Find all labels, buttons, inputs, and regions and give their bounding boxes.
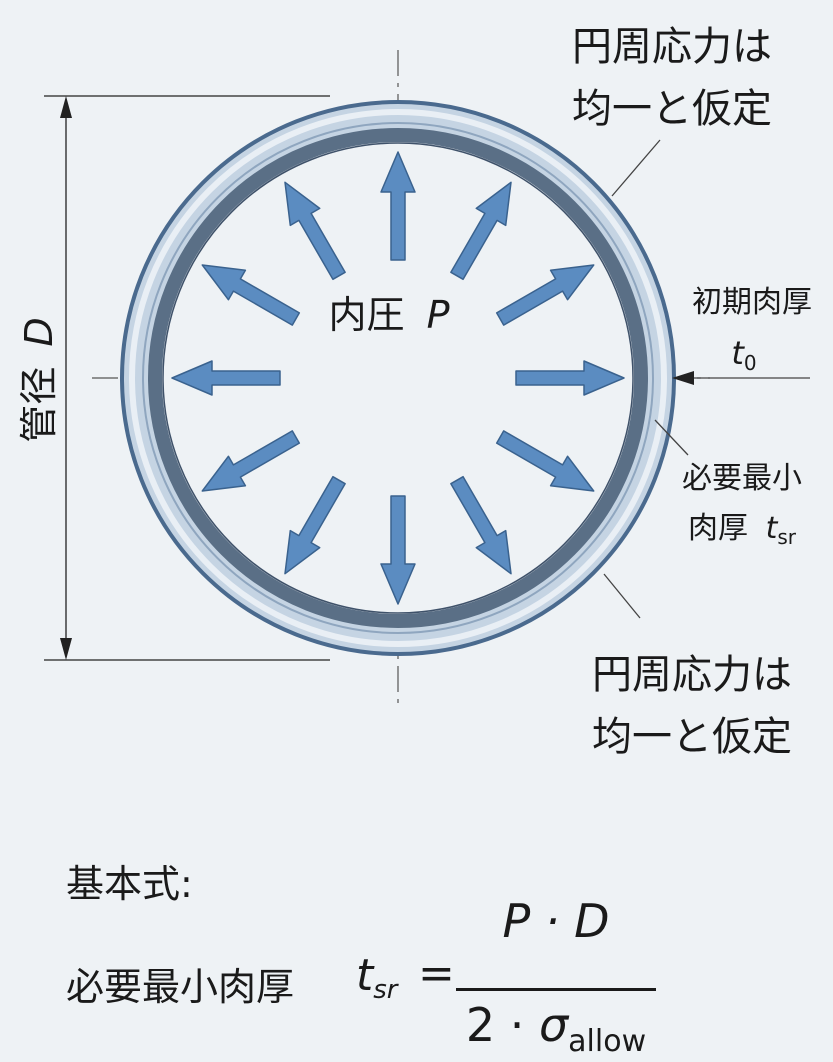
min-thickness-line1: 必要最小 [682, 461, 802, 496]
leader-min-thickness [654, 419, 689, 456]
denominator-subscript: allow [568, 1024, 647, 1059]
pressure-arrow [201, 264, 301, 326]
pipe-diameter-text: 管径 [17, 367, 61, 443]
hoop-stress-top-line1: 円周応力は [572, 24, 772, 70]
leader-hoop-bottom [603, 573, 641, 619]
pressure-arrow [201, 430, 301, 492]
denominator-prefix: 2 · [465, 998, 540, 1052]
diameter-symbol: D [17, 317, 61, 346]
leader-hoop-top [611, 139, 661, 197]
pressure-arrow [380, 495, 416, 605]
initial-thickness-label: 初期肉厚 [692, 285, 812, 320]
pressure-arrows [171, 151, 625, 605]
hoop-stress-bottom-line2: 均一と仮定 [592, 714, 792, 760]
pressure-arrow [380, 151, 416, 261]
svg-text:管径 D: 管径 D [17, 317, 61, 442]
dimension-arrow-bottom [60, 638, 72, 660]
pipe-wall [120, 100, 676, 656]
formula-lhs: tsr [356, 950, 398, 1005]
pipe-diameter-label: 管径 D [17, 317, 61, 442]
pipe-cross-section-diagram: 管径 D 内圧 P 円周応力は 均一と仮定 初期肉厚 t0 必要最小 肉厚 [17, 24, 812, 760]
tsr-symbol: t [766, 511, 779, 546]
pressure-arrow [450, 475, 512, 575]
inner-wall-edge [162, 142, 634, 614]
t0-symbol: t [731, 334, 745, 372]
sigma-symbol: σ [539, 998, 569, 1052]
pressure-arrow [284, 475, 346, 575]
leader-lines [603, 139, 810, 619]
formula-heading: 基本式: [66, 862, 193, 906]
outer-wall-highlight [129, 109, 667, 647]
formula-numerator: P · D [502, 894, 610, 948]
min-thickness-text: 肉厚 [688, 511, 748, 546]
initial-thickness-arrow [672, 371, 694, 385]
hoop-stress-top-line2: 均一と仮定 [572, 86, 772, 132]
formula-label: 必要最小肉厚 [66, 965, 295, 1009]
inner-pipe-wall [148, 128, 648, 628]
diagram-stage: 管径 D 内圧 P 円周応力は 均一と仮定 初期肉厚 t0 必要最小 肉厚 [17, 24, 812, 1059]
t0-subscript: 0 [744, 351, 757, 375]
pressure-arrow [495, 430, 595, 492]
pressure-arrow [284, 181, 346, 281]
formula-lhs-subscript: sr [373, 975, 398, 1005]
internal-pressure-label: 内圧 P [328, 293, 449, 337]
pressure-arrow [515, 360, 625, 396]
formula-expression: 必要最小肉厚 tsr = P · D 2 · σallow [66, 894, 686, 1062]
pressure-symbol: P [427, 293, 450, 337]
initial-thickness-symbol: t0 [731, 334, 756, 375]
formula-lhs-symbol: t [356, 950, 374, 1001]
tsr-subscript: sr [777, 525, 796, 549]
formula-equals: = [418, 948, 455, 999]
pressure-arrow [495, 264, 595, 326]
initial-thickness-boundary [142, 122, 654, 634]
pressure-arrow [450, 181, 512, 281]
internal-pressure-text: 内圧 [328, 293, 404, 337]
fraction-bar [456, 988, 656, 991]
pressure-arrow [171, 360, 281, 396]
min-thickness-line2: 肉厚 tsr [688, 511, 797, 549]
dimension-arrow-top [60, 96, 72, 118]
diameter-dimension [44, 95, 330, 661]
formula-block: 基本式: 必要最小肉厚 tsr = P · D 2 · σallow [66, 862, 656, 1059]
hoop-stress-bottom-line1: 円周応力は [592, 652, 792, 698]
formula-denominator: 2 · σallow [456, 998, 656, 1059]
